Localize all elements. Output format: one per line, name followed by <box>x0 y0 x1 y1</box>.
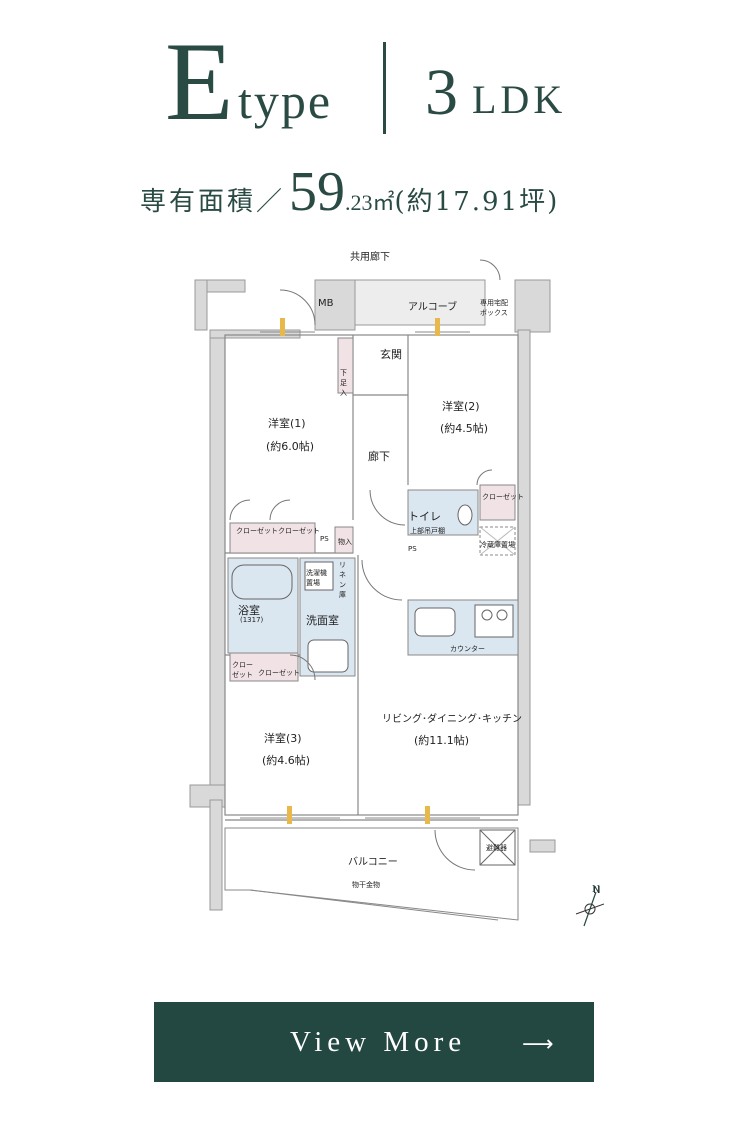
drying-label: 物干金物 <box>352 881 380 889</box>
ldk-number: 3 <box>425 56 458 129</box>
compass-icon: N <box>574 884 605 934</box>
closet-label-1a: クローゼット <box>236 527 278 535</box>
area-tsubo: (約17.91坪) <box>394 187 560 217</box>
corridor-label: 共用廊下 <box>350 252 390 263</box>
area-value-int: 59 <box>289 161 346 223</box>
floor-plan: 共用廊下 MB アルコーブ 専用宅配ボックス 玄関 下足入 洋室(1) (約6.… <box>180 240 600 940</box>
svg-text:N: N <box>592 885 600 895</box>
entrance-label: 玄関 <box>380 348 402 361</box>
closet-label-2: クローゼット <box>482 493 524 501</box>
ldk-size: (約11.1帖) <box>414 734 470 747</box>
storage-label: 物入 <box>338 538 352 546</box>
floor-plan-drawing <box>189 259 556 921</box>
north-label: N <box>593 885 601 896</box>
hatch-label: 避難器 <box>486 844 507 852</box>
bath-label: 浴室 <box>238 604 260 617</box>
type-word: type <box>238 73 333 129</box>
ldk-label: リビング･ダイニング･キッチン <box>382 714 522 725</box>
header: E type 3 LDK <box>0 0 746 230</box>
laundry-label: 洗濯機置場 <box>306 569 327 587</box>
room2-label: 洋室(2) <box>442 400 480 413</box>
area-summary: 専有面積／59.23㎡(約17.91坪) <box>140 160 560 223</box>
room2-size: (約4.5帖) <box>440 422 489 435</box>
ps-label-2: PS <box>408 545 417 553</box>
counter-label: カウンター <box>450 645 485 653</box>
view-more-button[interactable]: View More ⟶ <box>154 1002 594 1082</box>
linen-label: リネン庫 <box>339 561 346 599</box>
washroom-label: 洗面室 <box>306 614 339 627</box>
alcove-label: アルコーブ <box>408 302 458 313</box>
closet-label-3b: クローゼット <box>258 669 300 677</box>
arrow-right-icon: ⟶ <box>522 1032 554 1057</box>
title-divider <box>383 42 386 134</box>
ldk-text: LDK <box>472 77 567 122</box>
ps-label-1: PS <box>320 535 329 543</box>
closet-label-3a: クロー ゼット <box>232 661 253 679</box>
toilet-cabinet-label: 上部吊戸棚 <box>410 527 445 535</box>
delivery-box-label: 専用宅配ボックス <box>480 299 508 317</box>
type-letter: E <box>165 20 234 144</box>
area-label: 専有面積／ <box>140 187 286 217</box>
room1-label: 洋室(1) <box>268 417 306 430</box>
shoe-box-label: 下足入 <box>340 369 347 397</box>
room1-size: (約6.0帖) <box>266 440 315 453</box>
hallway-label: 廊下 <box>368 450 390 463</box>
area-value-dec: .23㎡ <box>345 190 395 215</box>
view-more-label: View More <box>290 1026 467 1058</box>
balcony-label: バルコニー <box>348 857 398 868</box>
room3-size: (約4.6帖) <box>262 754 311 767</box>
mb-label: MB <box>318 298 334 309</box>
fridge-label: 冷蔵庫置場 <box>480 541 515 549</box>
toilet-label: トイレ <box>408 510 441 523</box>
bath-size: (1317) <box>240 616 264 624</box>
room3-label: 洋室(3) <box>264 732 302 745</box>
closet-label-1b: クローゼット <box>278 527 320 535</box>
